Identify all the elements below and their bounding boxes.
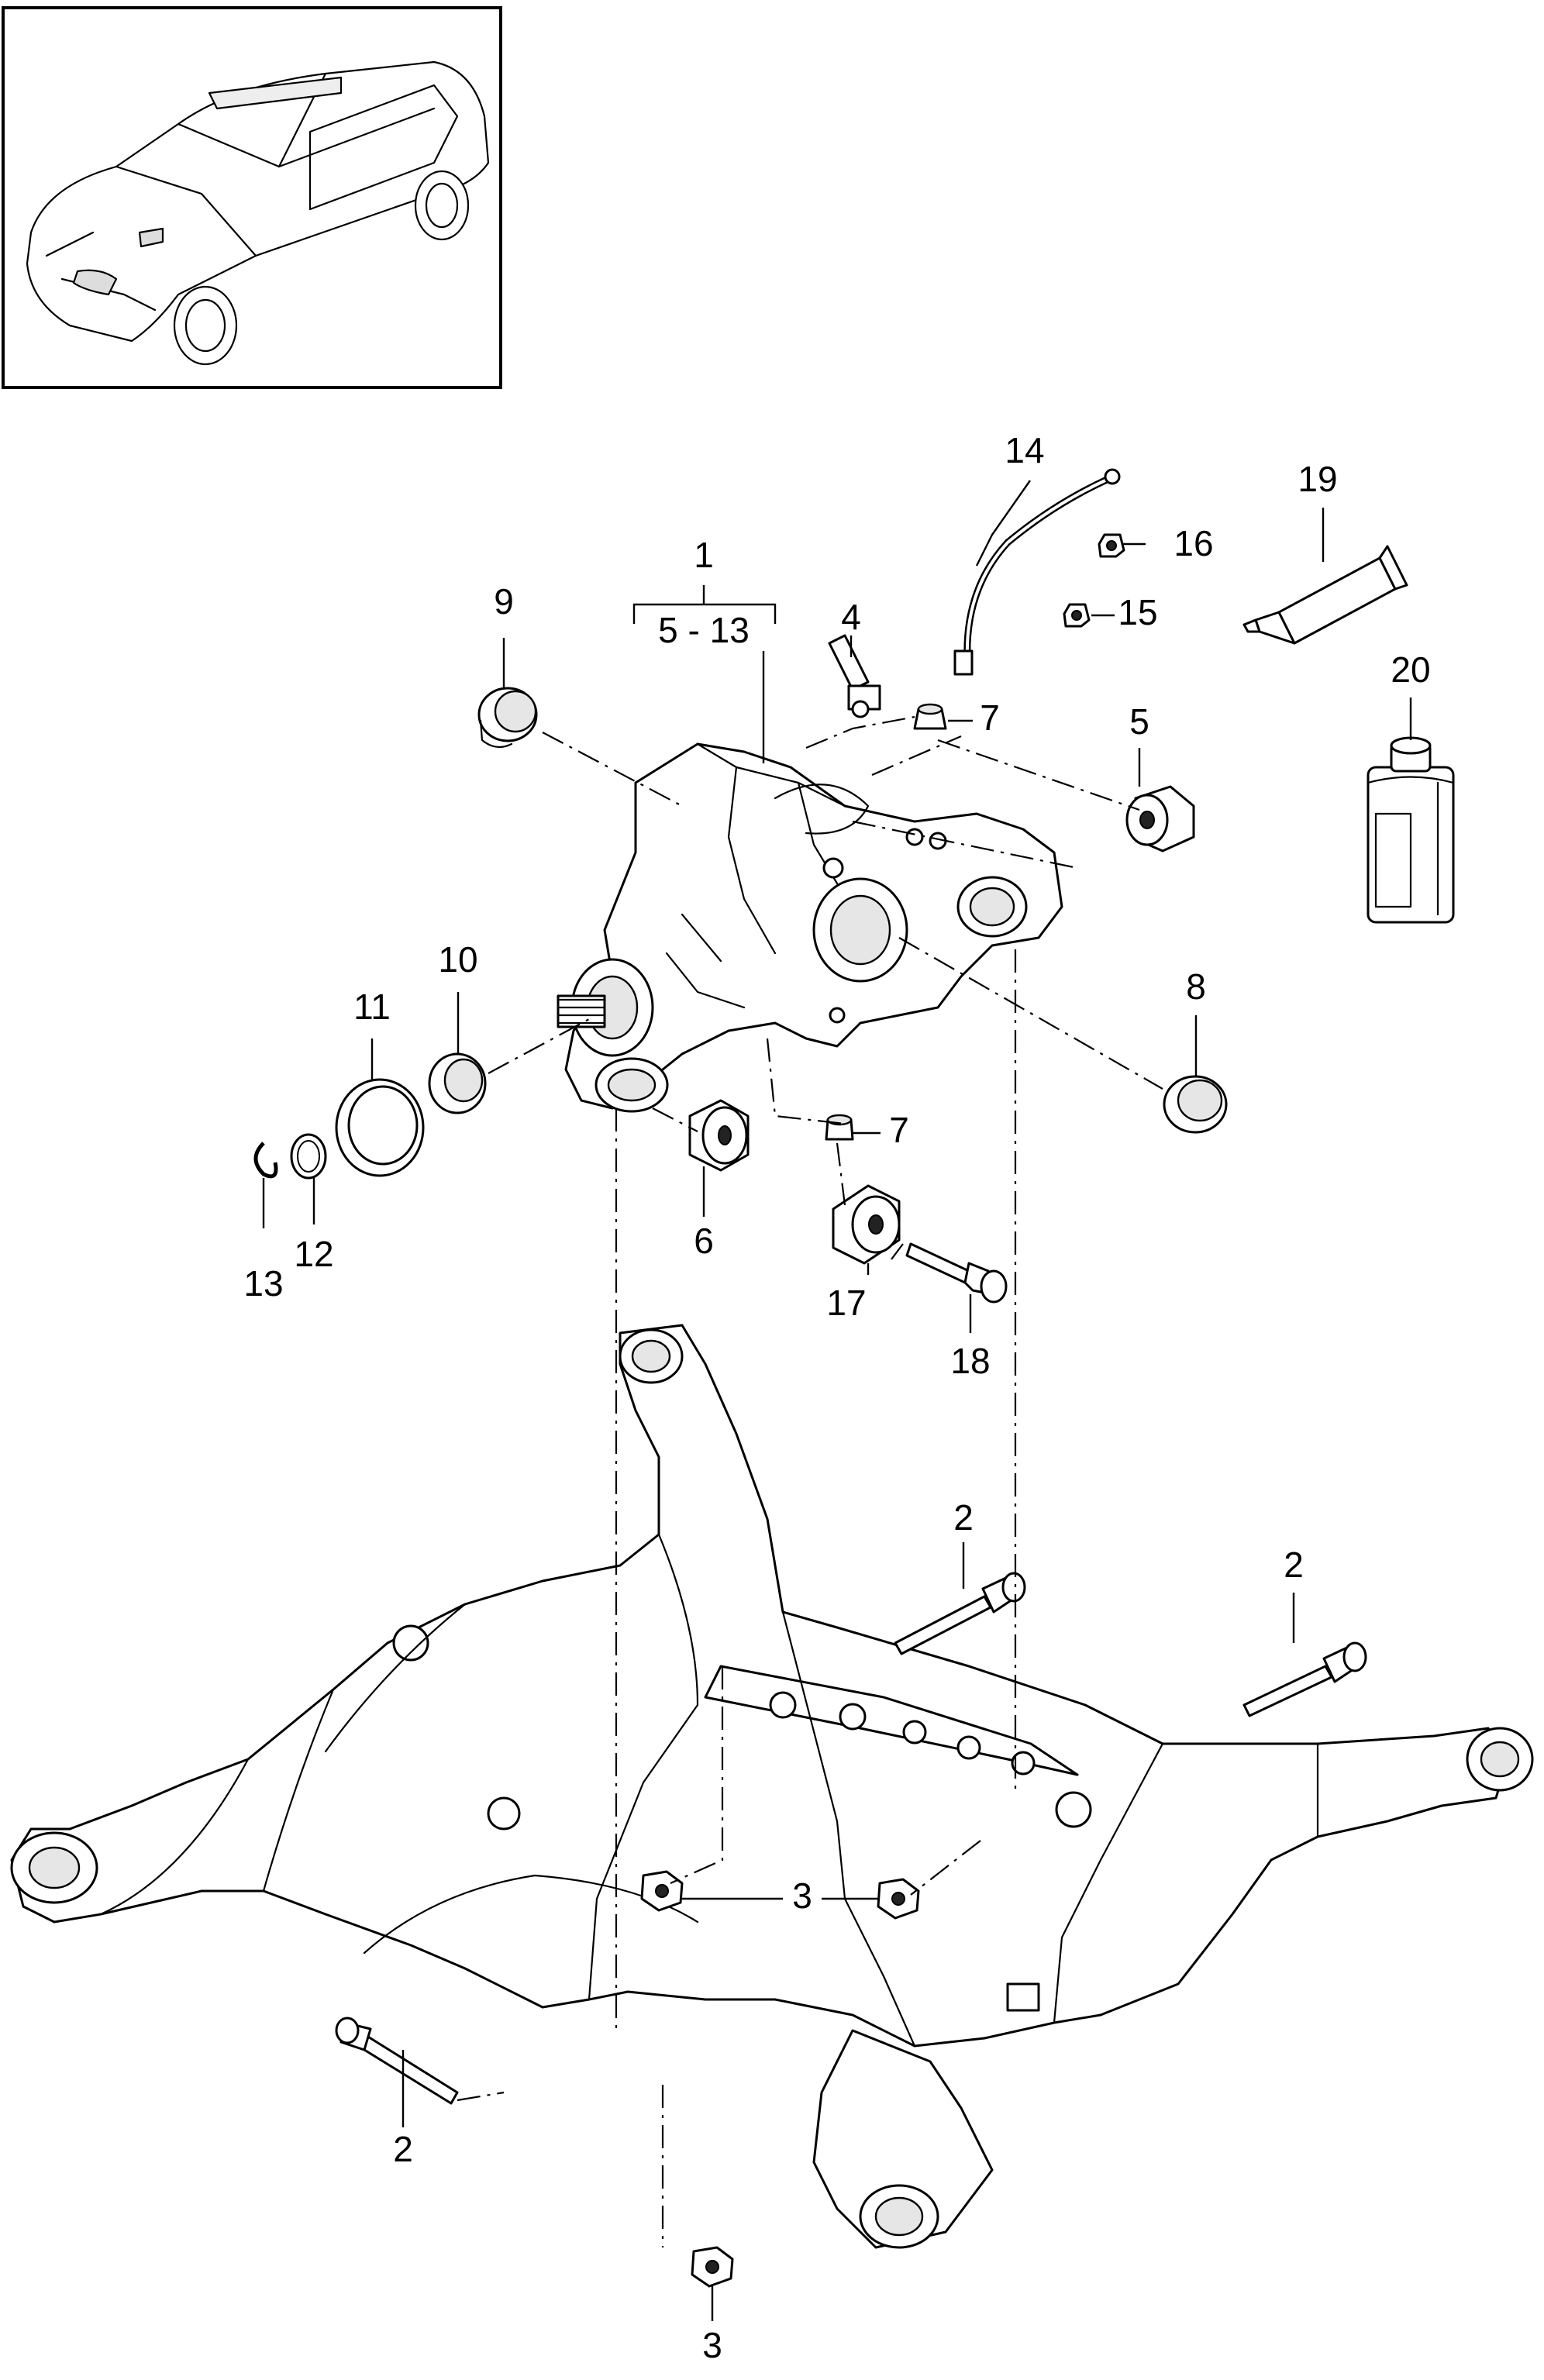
leader-lines [262,480,1412,2321]
plug-7-lower [825,1114,854,1141]
nut-3-left [640,1870,684,1912]
callout-7-a: 7 [980,697,1000,738]
bushing-5 [1125,785,1195,852]
callout-20: 20 [1391,649,1430,690]
nut-3-right [877,1878,920,1920]
bushing-6 [688,1099,750,1172]
bolt-18 [905,1242,1008,1304]
plug-7-upper [913,703,947,730]
seal-ring-8 [1163,1075,1228,1134]
callout-18: 18 [950,1341,990,1381]
callout-7-b: 7 [889,1110,909,1150]
nut-16 [1098,533,1125,558]
callout-6: 6 [694,1221,714,1261]
callout-labels: 1 5 - 13 2 2 2 3 3 4 5 6 7 7 8 9 10 11 1… [243,430,1430,2365]
callout-1-range: 5 - 13 [658,610,750,650]
callout-19: 19 [1298,459,1337,499]
callout-13: 13 [243,1263,283,1304]
callout-11: 11 [353,987,391,1027]
callout-9: 9 [494,581,514,622]
callout-2-b: 2 [1284,1545,1304,1585]
seal-ring-9 [477,687,538,749]
callout-10: 10 [438,939,477,980]
ground-cable-14 [953,468,1121,676]
callout-5: 5 [1129,701,1149,742]
nut-3-bottom [691,2246,734,2288]
callout-3-a: 3 [792,1875,812,1916]
rear-subframe [10,1324,1534,2249]
sealant-tube-19 [1242,545,1408,645]
gasket-11 [335,1078,425,1177]
nut-15 [1063,603,1091,628]
callout-1: 1 [694,535,714,575]
callout-17: 17 [826,1283,866,1323]
bushing-17 [832,1184,901,1265]
bolt-2-lower-left [335,2017,459,2105]
sensor-4 [828,634,881,718]
vehicle-thumbnail [2,6,502,389]
rear-differential-housing [557,742,1063,1113]
callout-15: 15 [1118,592,1157,632]
callout-12: 12 [294,1234,333,1274]
circlip-13 [253,1142,278,1179]
bolt-2-upper-left [894,1572,1026,1655]
oil-bottle-20 [1367,736,1455,924]
assembly-lines [457,715,1163,2247]
callout-14: 14 [1005,430,1044,470]
callout-8: 8 [1186,966,1206,1007]
callout-4: 4 [841,597,861,637]
callout-2-c: 2 [393,2129,413,2169]
bolt-2-upper-right [1242,1641,1367,1717]
callout-16: 16 [1174,523,1213,563]
ring-12 [290,1133,327,1180]
callout-3-b: 3 [702,2325,722,2365]
seal-ring-10 [428,1052,487,1114]
callout-2-a: 2 [953,1497,974,1538]
